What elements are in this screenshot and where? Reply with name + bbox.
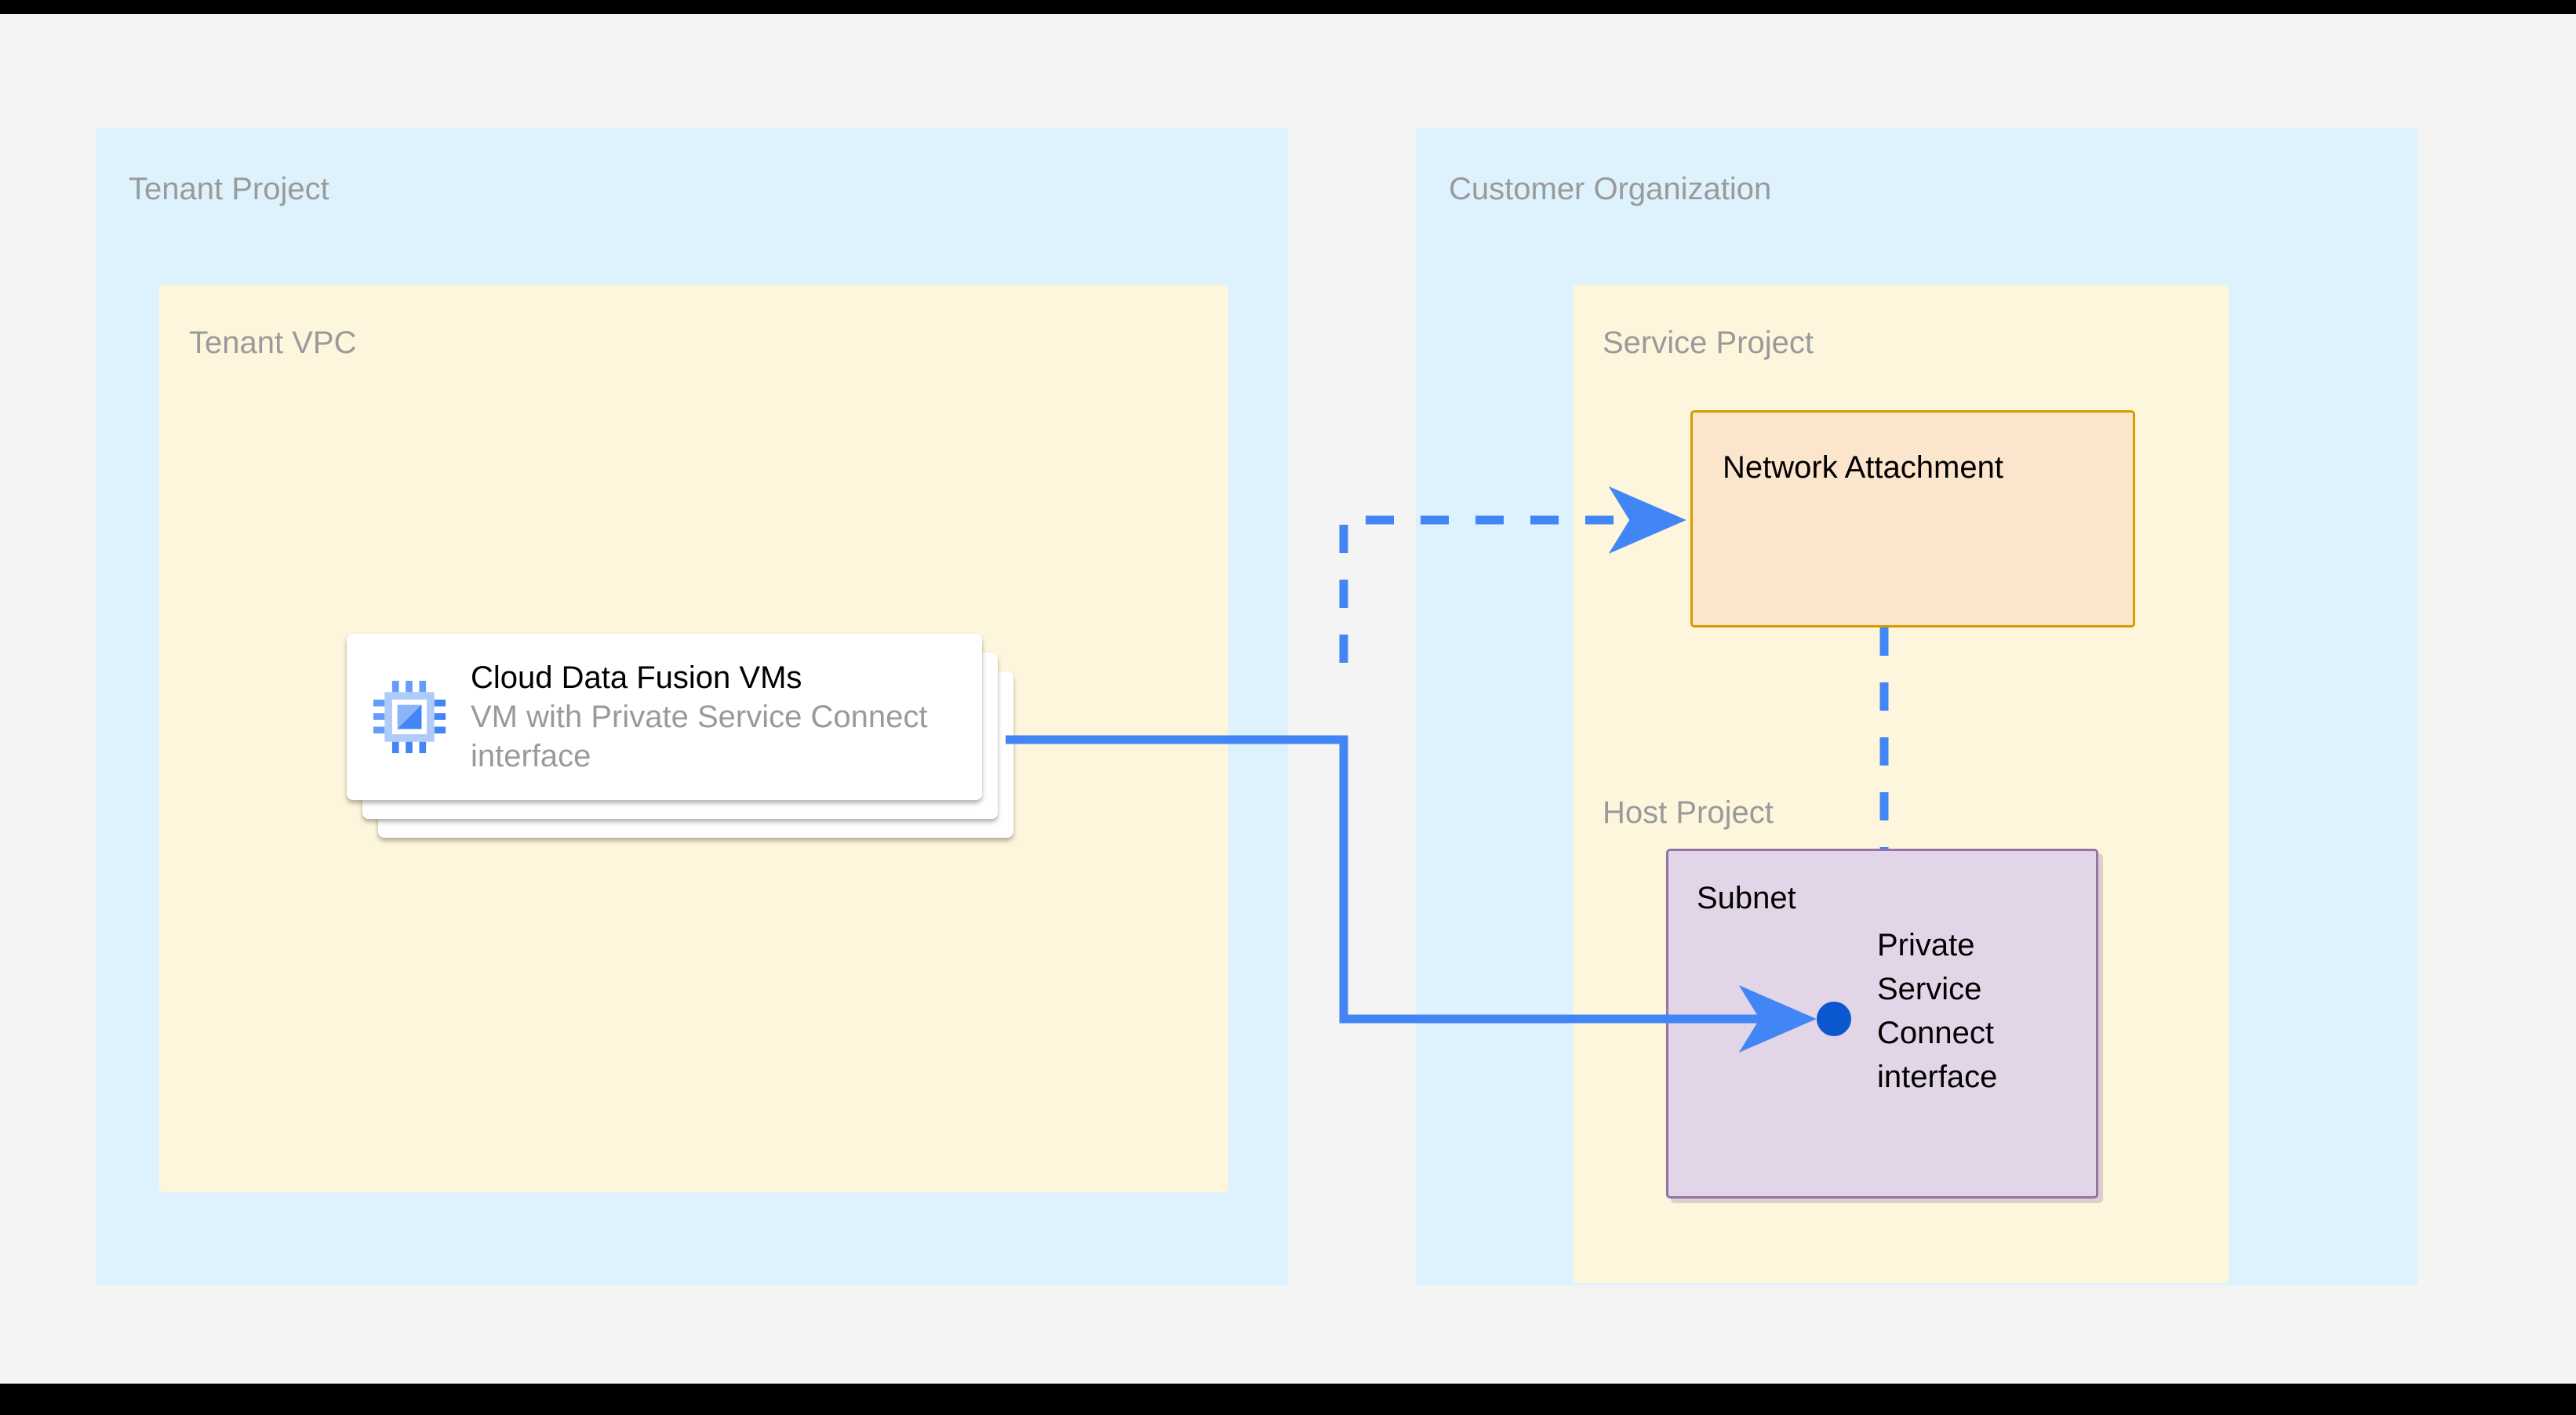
panel-title-tenant-project: Tenant Project	[129, 172, 329, 206]
subnet-label: Subnet	[1697, 881, 1796, 915]
network-attachment-label: Network Attachment	[1723, 450, 2003, 485]
box-title-service-project: Service Project	[1603, 326, 1814, 360]
box-title-tenant-vpc: Tenant VPC	[189, 326, 357, 360]
vm-card-subtitle: VM with Private Service Connect interfac…	[471, 700, 928, 773]
psc-interface-dot	[1817, 1002, 1851, 1036]
panel-title-customer-organization: Customer Organization	[1449, 172, 1772, 206]
vm-card-title: Cloud Data Fusion VMs	[471, 660, 802, 695]
vm-card-front[interactable]: Cloud Data Fusion VMs VM with Private Se…	[347, 634, 982, 800]
letterbox-top	[0, 0, 2576, 14]
letterbox-bottom	[0, 1384, 2576, 1415]
vm-card-stack[interactable]: Cloud Data Fusion VMs VM with Private Se…	[347, 634, 1021, 838]
box-title-host-project: Host Project	[1603, 795, 1774, 830]
psc-interface-label: Private Service Connect interface	[1877, 928, 1998, 1094]
compute-engine-chip-icon	[372, 679, 447, 755]
node-network-attachment[interactable]: Network Attachment	[1690, 410, 2135, 627]
